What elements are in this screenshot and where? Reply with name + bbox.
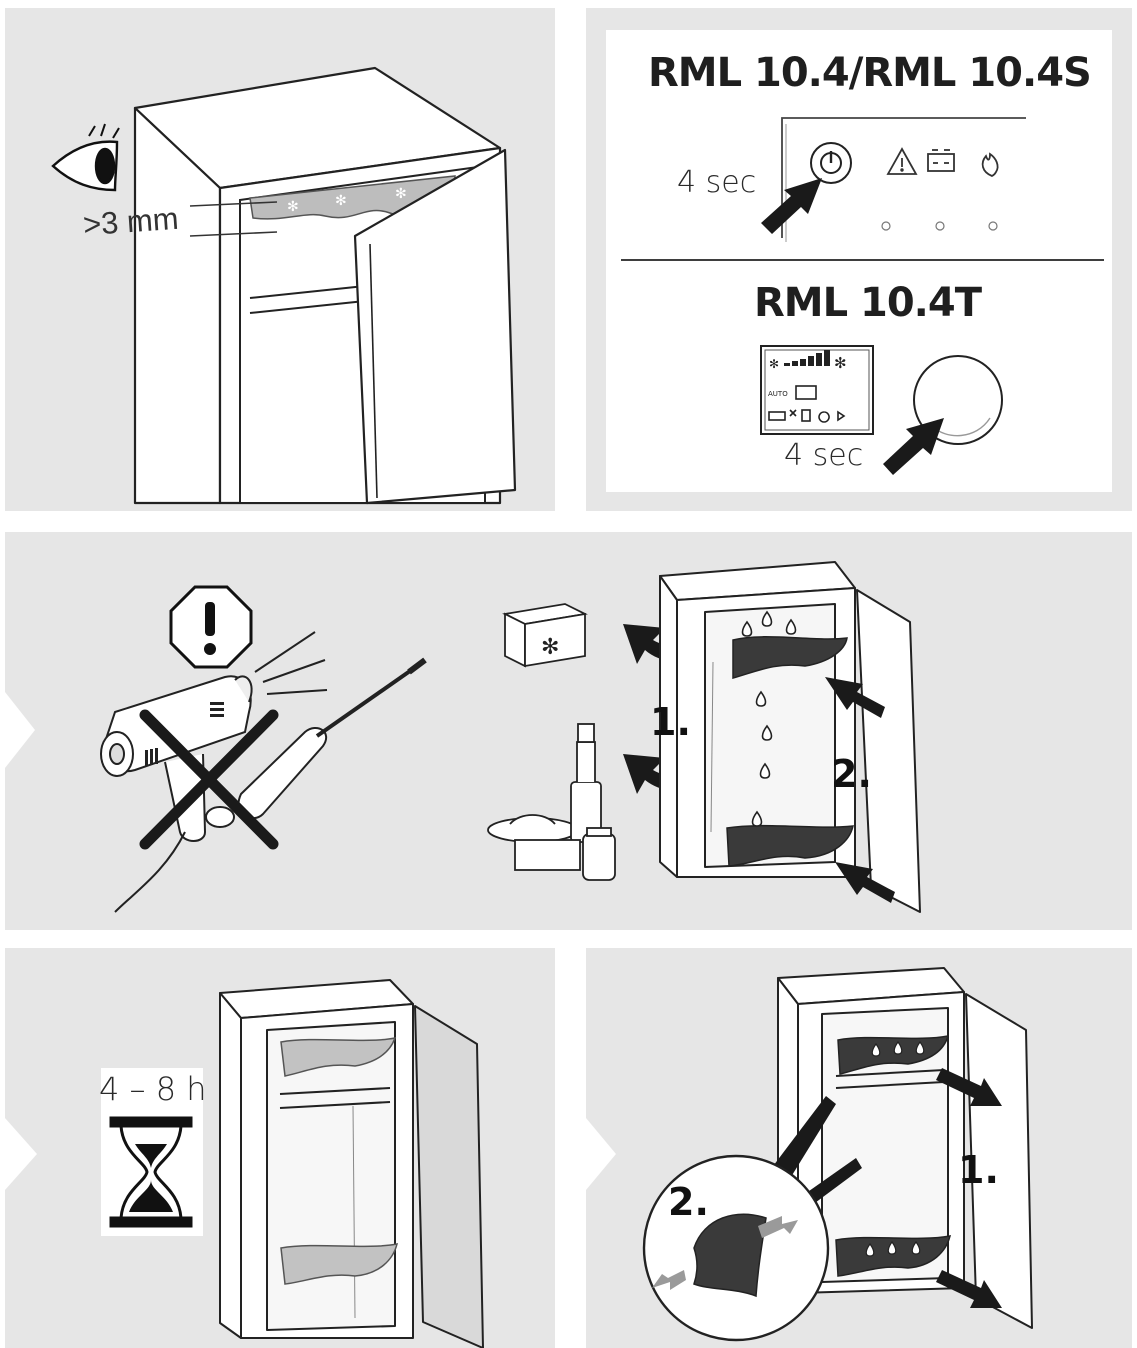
defrost-duration-label: 4 – 8 h	[99, 1070, 207, 1108]
hold-time-label-a: 4 sec	[677, 165, 756, 200]
step-1-label: 1.	[958, 1148, 999, 1192]
panel-defrost-prep: ✻	[5, 532, 1132, 930]
flame-icon	[983, 154, 998, 176]
display-auto-label: AUTO	[768, 390, 788, 398]
step-2-label: 2.	[668, 1180, 709, 1224]
step-1-label: 1.	[650, 700, 691, 744]
svg-text:✻: ✻	[541, 635, 559, 660]
hold-time-label-b: 4 sec	[784, 438, 863, 473]
step-2-label: 2.	[831, 752, 872, 796]
ice-gap-label: >3 mm	[82, 201, 180, 244]
snowflake-icon: ✻	[769, 357, 779, 371]
battery-icon	[928, 150, 954, 171]
control-panel-illustration: ✻ ✻ AUTO	[586, 8, 1132, 511]
fridge-defrost-illustration	[5, 948, 555, 1348]
power-icon	[811, 143, 851, 183]
svg-text:✻: ✻	[834, 354, 847, 372]
defrost-prep-illustration: ✻	[5, 532, 1132, 930]
panel-ice-check: ✻ ✻ ✻ >3 mm	[5, 8, 555, 511]
panel-remove-cloths: 1. 2.	[586, 948, 1132, 1348]
svg-text:✻: ✻	[287, 199, 299, 215]
panel-switch-off: RML 10.4/RML 10.4S RML 10.4T	[586, 8, 1132, 511]
fridge-open-illustration: ✻ ✻ ✻	[5, 8, 555, 511]
warning-octagon-icon	[171, 587, 251, 667]
eye-icon	[53, 124, 119, 190]
freezer-box-icon: ✻	[505, 604, 585, 666]
panel-defrost-wait: 4 – 8 h	[5, 948, 555, 1348]
cloth-removal-illustration	[586, 948, 1132, 1348]
svg-text:✻: ✻	[395, 186, 407, 202]
svg-text:✻: ✻	[335, 193, 347, 209]
warning-icon	[888, 149, 916, 174]
